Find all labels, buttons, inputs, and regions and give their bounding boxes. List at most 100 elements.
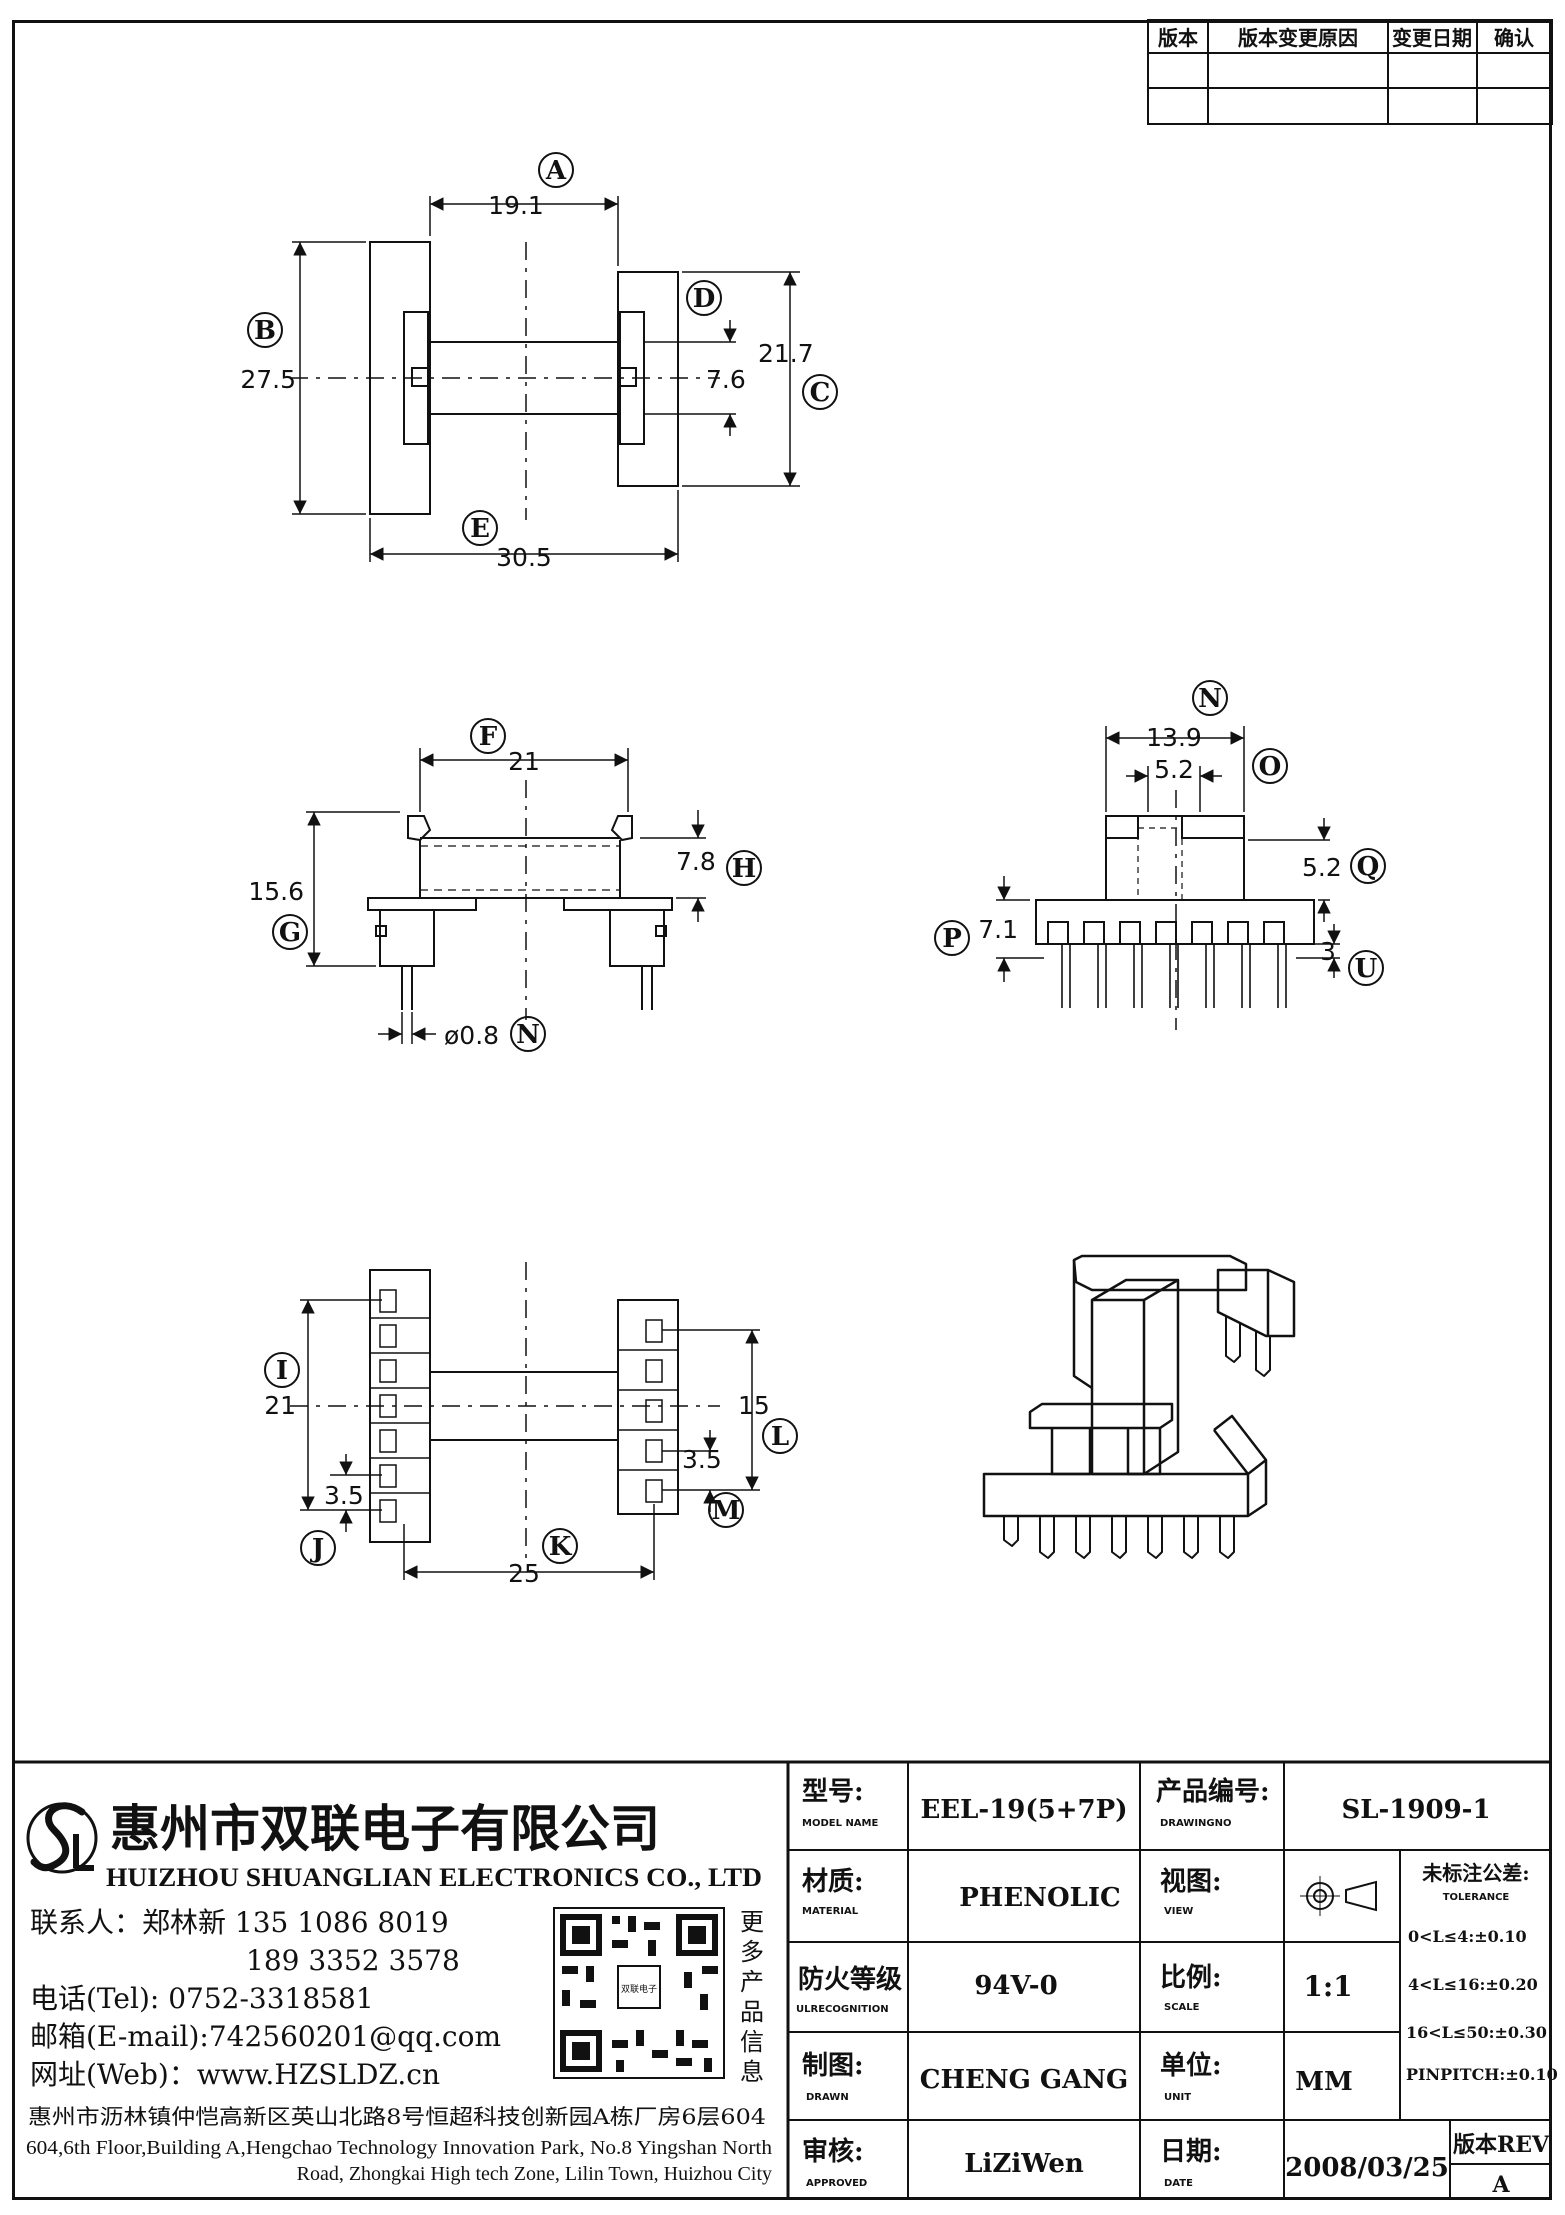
callout-q: Q (1350, 848, 1386, 884)
dim-d-value: 7.6 (706, 365, 746, 394)
svg-text:Q: Q (1357, 852, 1380, 882)
qr-side-char-4: 品 (740, 1998, 764, 2026)
callout-b: B (247, 312, 283, 348)
model-label-en: MODEL NAME (802, 1818, 878, 1829)
dim-l-pitch-value: 3.5 (682, 1445, 722, 1474)
material-label-en: MATERIAL (802, 1906, 859, 1917)
approved-by-value: LiZiWen (964, 2149, 1084, 2179)
company-logo-icon (26, 1802, 98, 1874)
drawing-number-label-en: DRAWINGNO (1160, 1818, 1232, 1829)
dim-o-value: 5.2 (1154, 755, 1194, 784)
callout-j: J (300, 1530, 336, 1566)
fire-rating-label-en: ULRECOGNITION (796, 2004, 889, 2015)
callout-h: H (726, 850, 762, 886)
rev-header-date: 变更日期 (1392, 26, 1472, 50)
projection-symbol-icon (1300, 1876, 1377, 1916)
svg-text:A: A (545, 156, 567, 186)
callout-n-front: N (510, 1016, 546, 1052)
dim-a-value: 19.1 (488, 191, 544, 220)
address-en-line-2: Road, Zhongkai High tech Zone, Lilin Tow… (297, 2163, 772, 2185)
title-block-table: 型号: MODEL NAME EEL-19(5+7P) 产品编号: DRAWIN… (786, 1762, 1558, 2198)
callout-l: L (762, 1418, 798, 1454)
dim-g-value: 15.6 (248, 877, 304, 906)
svg-text:P: P (942, 924, 962, 954)
qr-side-char-1: 更 (740, 1908, 764, 1936)
callout-e: E (462, 510, 498, 546)
qr-side-char-2: 多 (740, 1938, 764, 1966)
unit-value: MM (1295, 2067, 1353, 2097)
tolerance-line-3: 16<L≤50:±0.30 (1406, 2023, 1547, 2042)
svg-text:J: J (310, 1534, 324, 1564)
top-view: 19.1 27.5 7.6 21.7 30.5 A B C D E (240, 152, 838, 572)
svg-text:N: N (516, 1020, 540, 1050)
dim-n-pin-value: ø0.8 (444, 1021, 499, 1050)
material-value: PHENOLIC (959, 1883, 1120, 1913)
svg-text:O: O (1259, 752, 1282, 782)
qr-center-label: 双联电子 (621, 1983, 657, 1995)
model-value: EEL-19(5+7P) (920, 1795, 1127, 1825)
address-cn: 惠州市沥林镇仲恺高新区英山北路8号恒超科技创新园A栋厂房6层604 (28, 2105, 766, 2129)
svg-text:K: K (549, 1532, 573, 1562)
contact-phone-2: 189 3352 3578 (246, 1944, 460, 1977)
svg-text:F: F (479, 722, 498, 752)
callout-u: U (1348, 950, 1384, 986)
company-info-block: 惠州市双联电子有限公司 HUIZHOU SHUANGLIAN ELECTRONI… (26, 1799, 772, 2185)
company-name-cn: 惠州市双联电子有限公司 (110, 1799, 660, 1858)
svg-text:N: N (1198, 684, 1222, 714)
callout-p: P (934, 920, 970, 956)
dim-n-value: 13.9 (1146, 723, 1202, 752)
callout-o: O (1252, 748, 1288, 784)
drawing-sheet-border (12, 20, 1552, 2200)
front-view: 21 15.6 7.8 ø0.8 F G H N (248, 718, 762, 1052)
unit-label: 单位: (1160, 2050, 1222, 2081)
qr-side-char-5: 信 (740, 2028, 764, 2056)
drawn-by-label: 制图: (802, 2051, 864, 2081)
callout-f: F (470, 718, 506, 754)
approved-by-label-en: APPROVED (806, 2178, 867, 2189)
dim-h-value: 7.8 (676, 847, 716, 876)
contact-tel: 电话(Tel): 0752-3318581 (30, 1982, 374, 2015)
dim-l-value: 15 (738, 1391, 770, 1420)
svg-text:M: M (712, 1496, 741, 1526)
dim-q-value: 5.2 (1302, 853, 1342, 882)
side-view: 13.9 5.2 5.2 7.1 3 N O Q P U (934, 680, 1386, 1030)
date-label: 日期: (1160, 2137, 1222, 2167)
revision-table: 版本 版本变更原因 变更日期 确认 (1147, 19, 1553, 125)
qr-code-icon: 双联电子 (553, 1907, 725, 2079)
drawn-by-value: CHENG GANG (920, 2065, 1128, 2095)
material-label: 材质: (802, 1867, 864, 1897)
dim-f-value: 21 (508, 747, 540, 776)
callout-n-side: N (1192, 680, 1228, 716)
address-en-line-1: 604,6th Floor,Building A,Hengchao Techno… (26, 2137, 772, 2159)
tolerance-label: 未标注公差: (1422, 1861, 1529, 1885)
tolerance-line-1: 0<L≤4:±0.10 (1408, 1927, 1527, 1946)
svg-text:C: C (810, 378, 831, 408)
tolerance-line-4: PINPITCH:±0.10 (1406, 2065, 1558, 2084)
callout-k: K (542, 1528, 578, 1564)
callout-g: G (272, 914, 308, 950)
dim-j-pitch-value: 3.5 (324, 1481, 364, 1510)
tolerance-line-2: 4<L≤16:±0.20 (1408, 1975, 1538, 1994)
svg-text:B: B (254, 316, 276, 346)
revision-value: A (1491, 2172, 1510, 2198)
dim-c-value: 21.7 (758, 339, 814, 368)
approved-by-label: 审核: (802, 2136, 864, 2167)
isometric-view (982, 1254, 1296, 1559)
rev-header-version: 版本 (1158, 26, 1198, 50)
revision-label: 版本REV (1453, 2132, 1550, 2158)
company-name-en: HUIZHOU SHUANGLIAN ELECTRONICS CO., LTD (106, 1863, 762, 1892)
dim-k-value: 25 (508, 1559, 540, 1588)
callout-i: I (264, 1352, 300, 1388)
svg-text:L: L (771, 1422, 789, 1452)
fire-rating-label: 防火等级 (798, 1964, 902, 1995)
scale-label-en: SCALE (1164, 2002, 1200, 2013)
dim-b-value: 27.5 (240, 365, 296, 394)
contact-email: 邮箱(E-mail):742560201@qq.com (30, 2020, 501, 2053)
model-label: 型号: (802, 1777, 864, 1807)
svg-text:E: E (470, 514, 490, 544)
contact-web: 网址(Web)：www.HZSLDZ.cn (30, 2058, 440, 2091)
dim-u-value: 3 (1320, 937, 1336, 966)
view-label-en: VIEW (1164, 1906, 1193, 1917)
contact-person: 联系人：郑林新 135 1086 8019 (30, 1906, 449, 1939)
